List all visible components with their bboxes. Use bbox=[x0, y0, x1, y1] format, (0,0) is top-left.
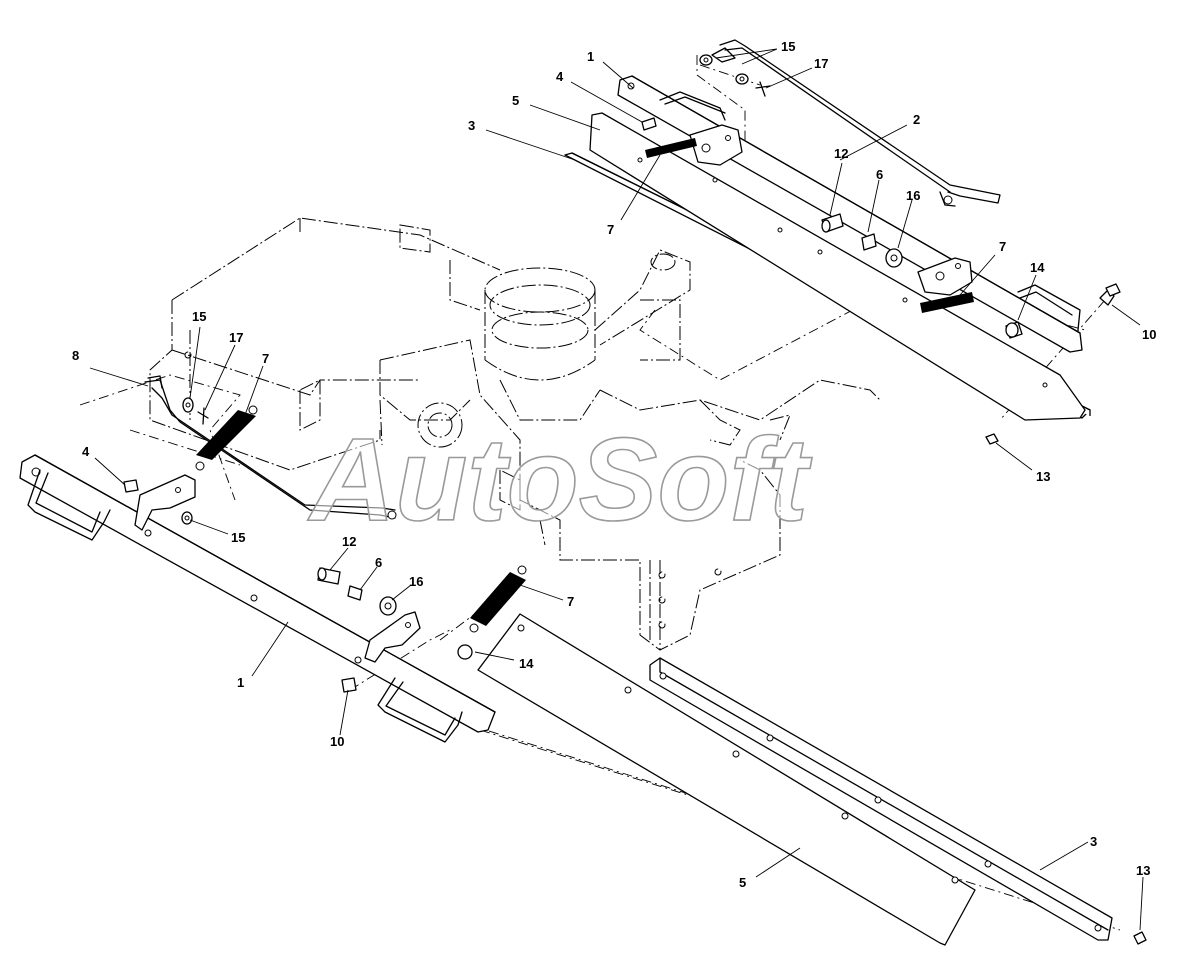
washer-15-top-b bbox=[735, 73, 749, 85]
callout-5-top: 5 bbox=[512, 93, 519, 108]
callout-13-bottom: 13 bbox=[1136, 863, 1150, 878]
callout-numbers: 1 2 3 4 5 7 7 12 6 16 14 10 13 15 17 15 … bbox=[72, 39, 1156, 890]
callout-15-top: 15 bbox=[781, 39, 795, 54]
bushing-14-mid bbox=[457, 644, 473, 660]
callout-14-top: 14 bbox=[1030, 260, 1045, 275]
callout-7-top-left: 7 bbox=[607, 222, 614, 237]
lower-rail-assembly bbox=[19, 375, 1147, 946]
callout-13-top: 13 bbox=[1036, 469, 1050, 484]
spring-7-upper-right bbox=[920, 292, 974, 313]
callout-10-bottom: 10 bbox=[330, 734, 344, 749]
machine-frame-outline bbox=[149, 217, 881, 651]
callout-leaders bbox=[89, 48, 1144, 931]
cotter-pin-17-top bbox=[755, 81, 771, 97]
callout-17-left: 17 bbox=[229, 330, 243, 345]
washer-15-left-b bbox=[181, 511, 193, 525]
bracket-upper-left bbox=[689, 124, 743, 166]
callout-1-bottom: 1 bbox=[237, 675, 244, 690]
washer-16-mid bbox=[379, 596, 397, 616]
callout-6-mid: 6 bbox=[375, 555, 382, 570]
spring-7-upper-left bbox=[645, 138, 697, 158]
plate-5-upper bbox=[589, 112, 1086, 421]
bushing-6-mid bbox=[347, 585, 363, 601]
callout-15-left: 15 bbox=[192, 309, 206, 324]
bushing-6-top bbox=[861, 233, 877, 251]
plate-5-lower bbox=[477, 613, 976, 946]
cotter-pin-17-left bbox=[197, 407, 209, 425]
bolt-4-left bbox=[123, 479, 139, 493]
washer-16-top bbox=[885, 248, 903, 268]
bolt-4-top bbox=[641, 117, 657, 131]
nut-13-top bbox=[985, 433, 999, 445]
callout-17-top: 17 bbox=[814, 56, 828, 71]
callout-7-left: 7 bbox=[262, 351, 269, 366]
callout-7-mid: 7 bbox=[567, 594, 574, 609]
washer-15-top-a bbox=[699, 54, 713, 66]
callout-3-top: 3 bbox=[468, 118, 475, 133]
callout-1-top: 1 bbox=[587, 49, 594, 64]
callout-14-mid: 14 bbox=[519, 656, 534, 671]
nut-13-bottom bbox=[1133, 931, 1147, 945]
upper-rail-assembly bbox=[564, 39, 1121, 445]
callout-3-bottom: 3 bbox=[1090, 834, 1097, 849]
callout-10-top: 10 bbox=[1142, 327, 1156, 342]
spring-7-left bbox=[195, 405, 258, 471]
callout-16-mid: 16 bbox=[409, 574, 423, 589]
spring-7-middle bbox=[469, 565, 527, 633]
rod-2 bbox=[719, 39, 1001, 204]
watermark-text: AutoSoft bbox=[307, 414, 813, 546]
callout-16-top: 16 bbox=[906, 188, 920, 203]
bolt-10-bottom bbox=[341, 677, 357, 693]
callout-5-bottom: 5 bbox=[739, 875, 746, 890]
callout-4-left: 4 bbox=[82, 444, 90, 459]
callout-2: 2 bbox=[913, 112, 920, 127]
callout-7-top-right: 7 bbox=[999, 239, 1006, 254]
callout-12-top: 12 bbox=[834, 146, 848, 161]
callout-4-top: 4 bbox=[556, 69, 564, 84]
washer-15-left-a bbox=[182, 397, 194, 413]
callout-6-top: 6 bbox=[876, 167, 883, 182]
callout-15-left-lower: 15 bbox=[231, 530, 245, 545]
callout-12-mid: 12 bbox=[342, 534, 356, 549]
callout-8: 8 bbox=[72, 348, 79, 363]
